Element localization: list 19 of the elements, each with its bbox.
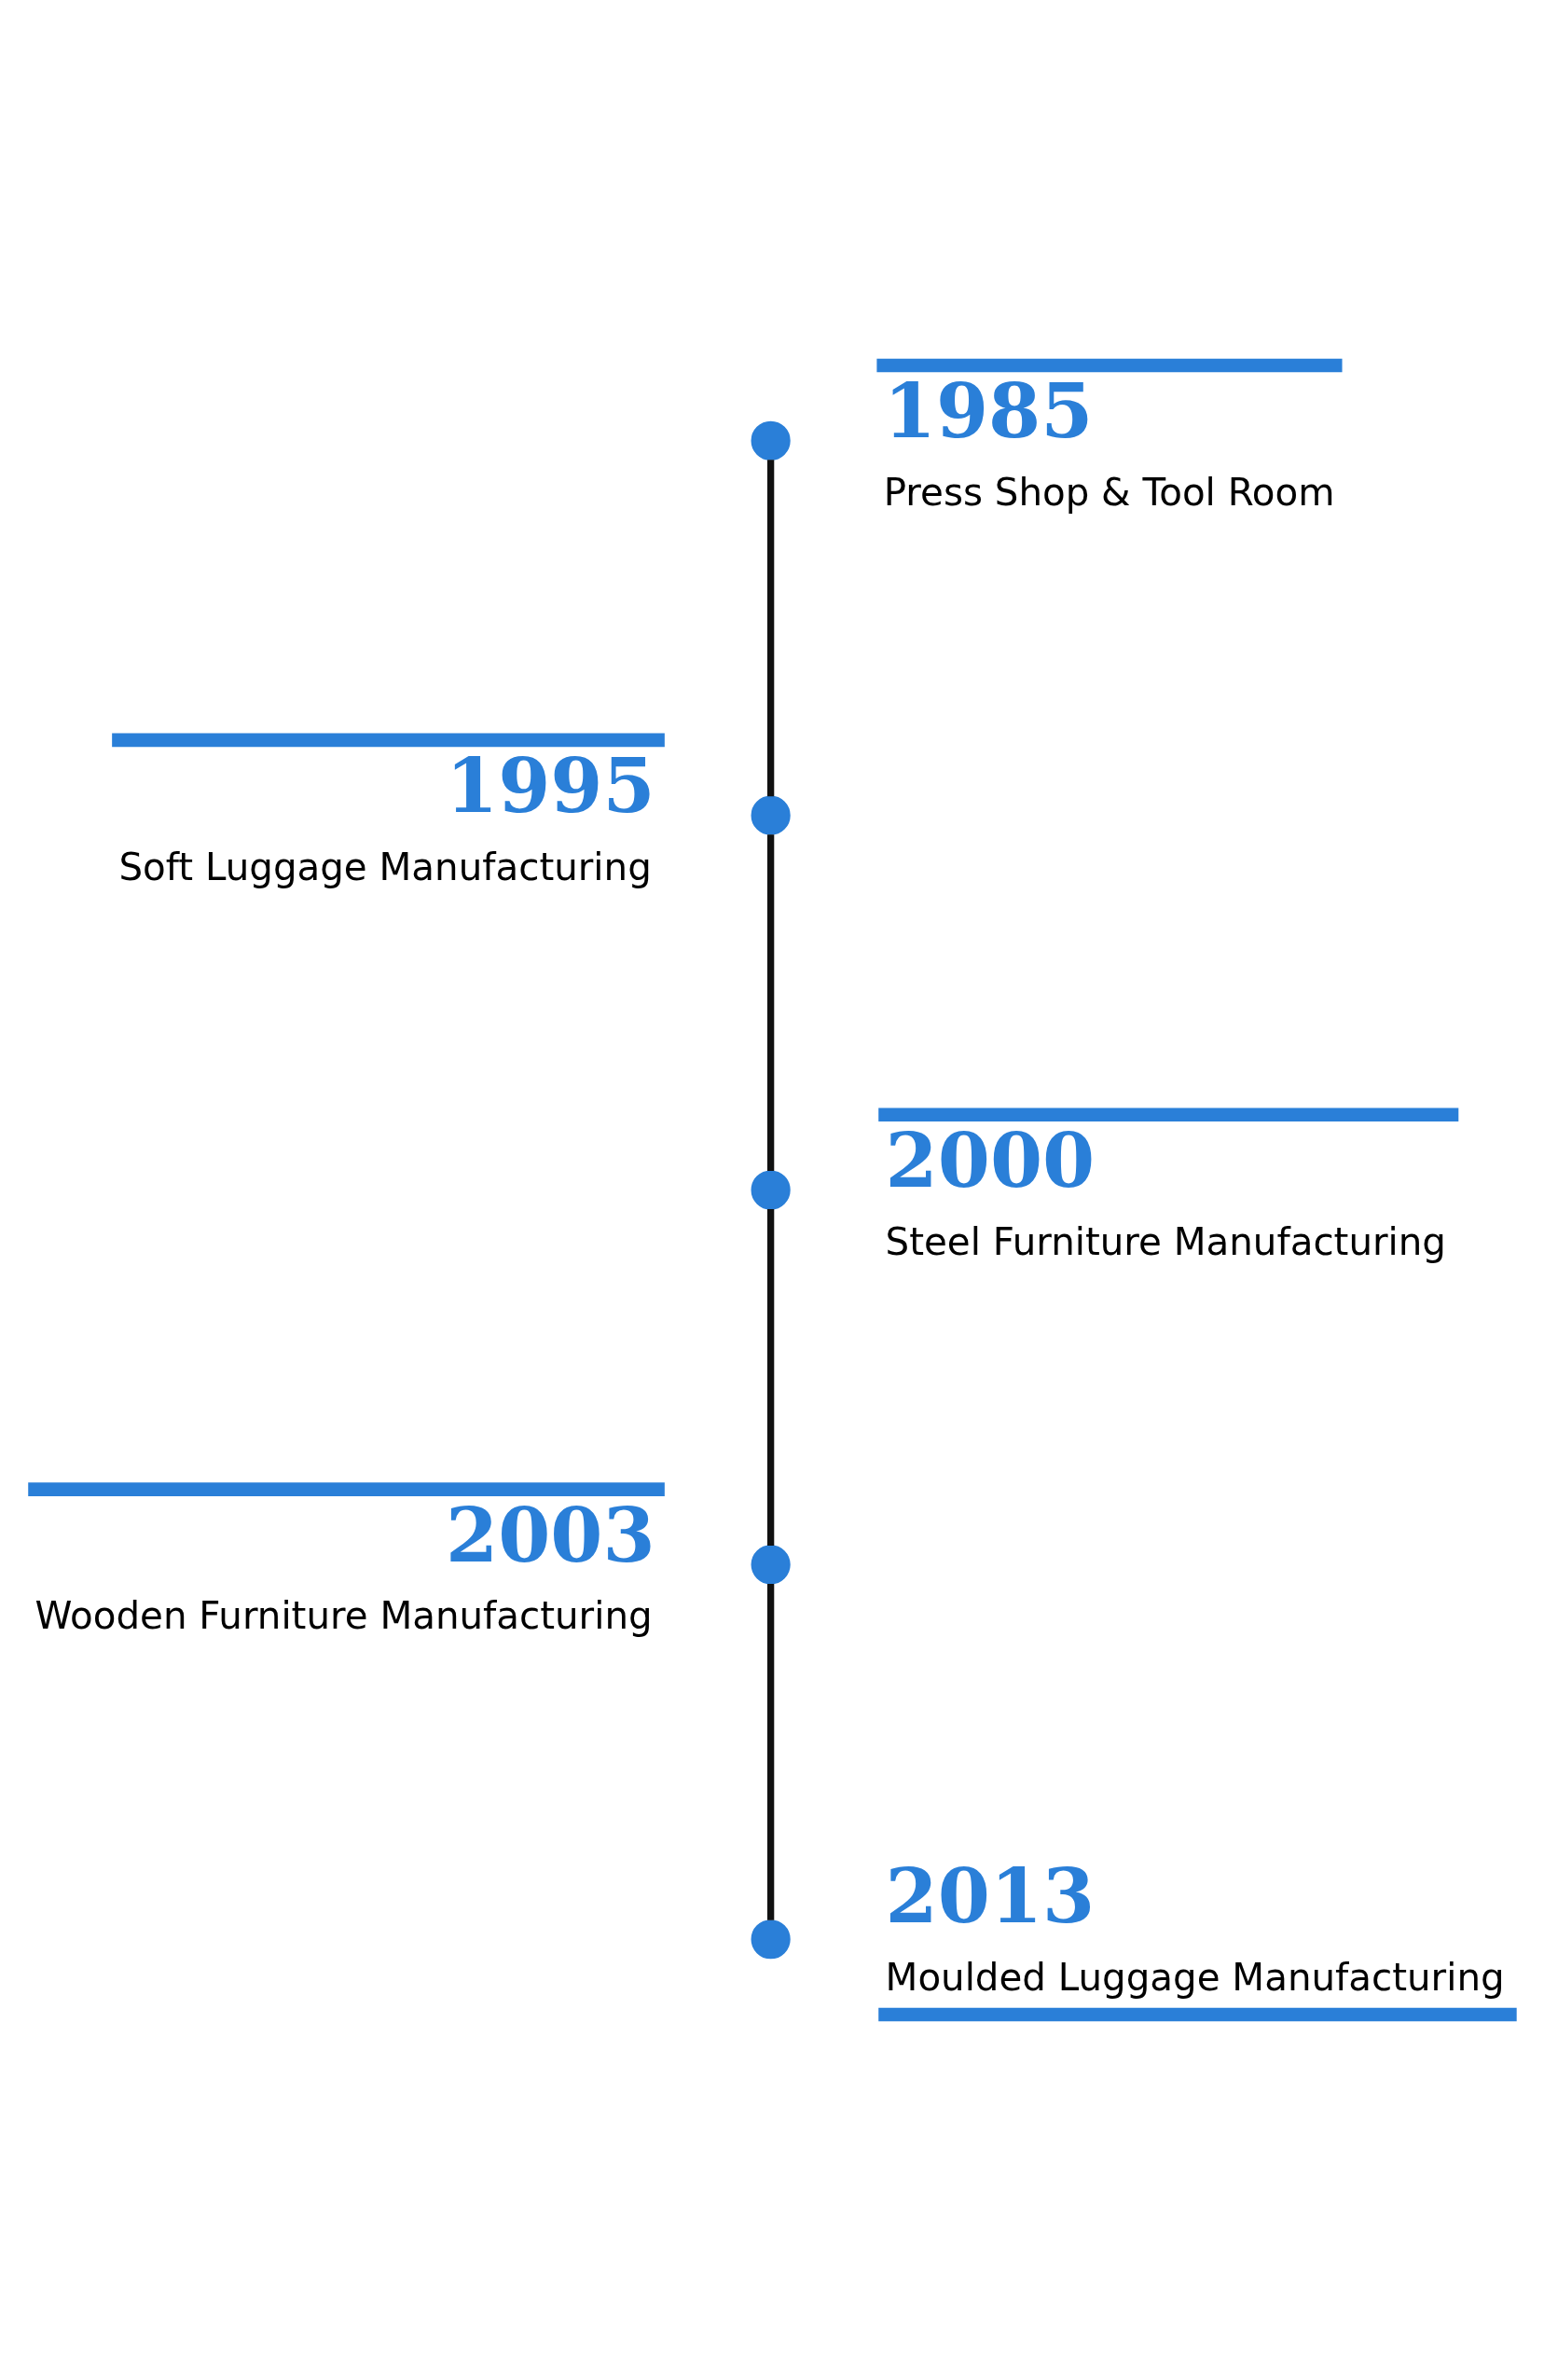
connector <box>766 1583 775 1920</box>
node-label: 1985 <box>883 366 1094 456</box>
node-circle <box>751 1545 791 1585</box>
connector <box>766 834 775 1172</box>
node-circle <box>751 1170 791 1210</box>
node-circle <box>751 795 791 835</box>
connector <box>766 1209 775 1546</box>
node-label: 2013 <box>885 1851 1096 1941</box>
node-label: Soft Luggage Manufacturing <box>118 845 652 889</box>
node-label: Wooden Furniture Manufacturing <box>34 1594 653 1639</box>
node-circle <box>751 420 791 461</box>
node-label: Moulded Luggage Manufacturing <box>885 1955 1505 2000</box>
node-label: 2003 <box>445 1491 655 1580</box>
node-label: Steel Furniture Manufacturing <box>885 1219 1447 1264</box>
connector <box>766 460 775 797</box>
node-circle <box>751 1919 791 1960</box>
node-label: 2000 <box>885 1116 1096 1205</box>
node-label: Press Shop & Tool Room <box>883 470 1335 515</box>
node-label: 1995 <box>445 741 655 831</box>
